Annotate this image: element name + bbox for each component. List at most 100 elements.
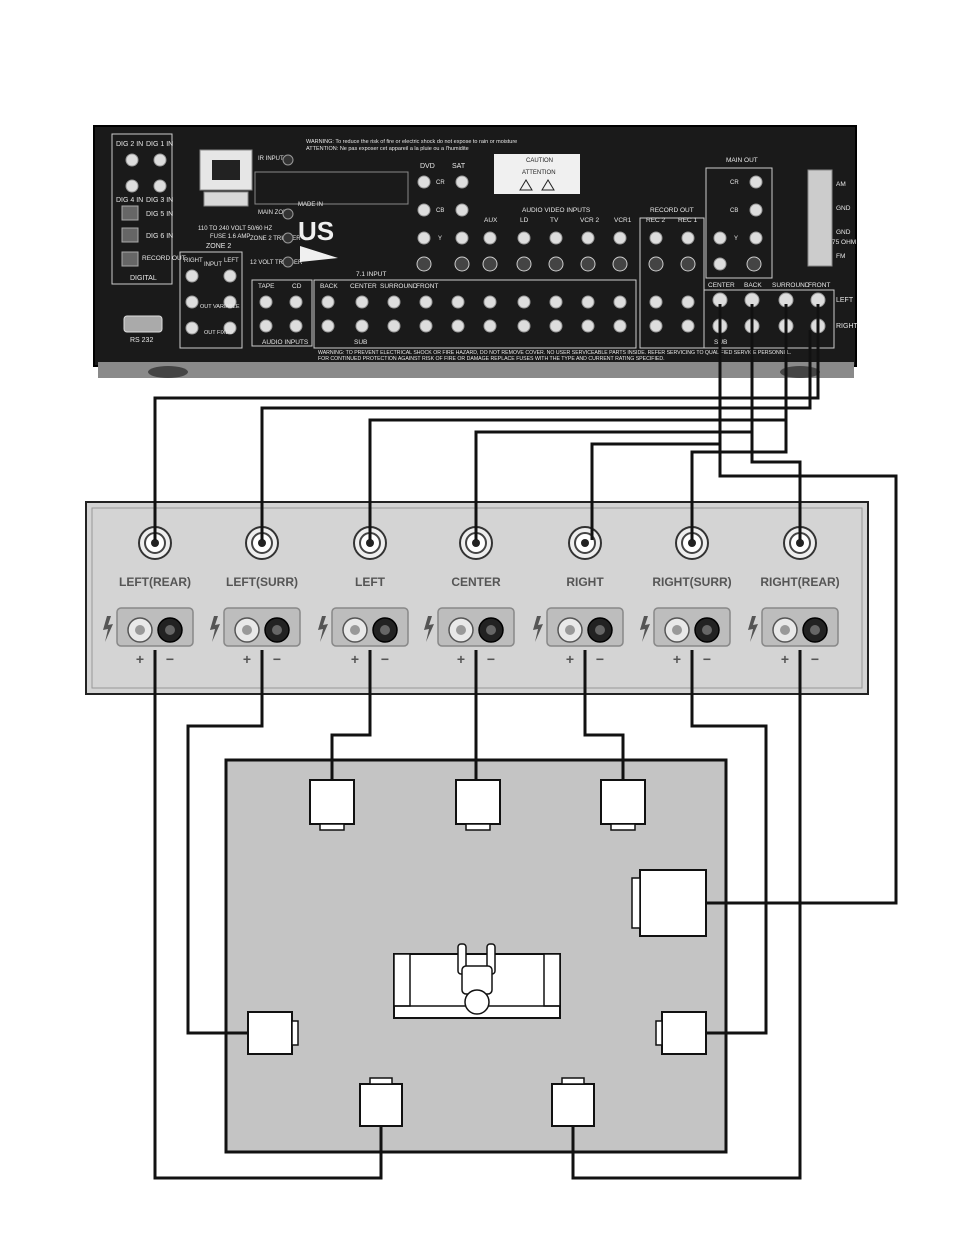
speaker-rear-left [359, 1077, 403, 1127]
listener-icon [457, 943, 496, 1015]
jack-mainout-cr[interactable] [749, 175, 763, 189]
jack-tape-l[interactable] [259, 295, 273, 309]
record-out-section-border [639, 217, 705, 349]
amp-channel-left-rear: LEFT(REAR)+− [103, 526, 194, 667]
jack-rec1-l[interactable] [681, 295, 695, 309]
jack-ld-l[interactable] [483, 295, 497, 309]
optical-record-out[interactable] [121, 251, 139, 267]
jack-tv-l[interactable] [517, 295, 531, 309]
svideo-rec1[interactable] [680, 256, 696, 272]
mo-center-label: CENTER [708, 282, 735, 289]
svideo-ld[interactable] [516, 256, 532, 272]
caution-warning-icon [541, 179, 555, 191]
svideo-tv[interactable] [548, 256, 564, 272]
svideo-vcr1[interactable] [612, 256, 628, 272]
optical-dig5[interactable] [121, 205, 139, 221]
jack-vcr2-r[interactable] [549, 319, 563, 333]
rs232-port[interactable] [123, 315, 163, 333]
svideo-rec2[interactable] [648, 256, 664, 272]
jack-cd-l[interactable] [289, 295, 303, 309]
jack-dvd-cr[interactable] [417, 175, 431, 189]
fuse-holder[interactable] [203, 191, 249, 207]
jack-dig2[interactable] [125, 153, 139, 167]
main-out-71-border [703, 289, 835, 349]
jack-mainout-video2[interactable] [713, 257, 727, 271]
jack-dvd-r[interactable] [613, 319, 627, 333]
dvd-cr-label: CR [436, 180, 445, 186]
zone2-var-left[interactable] [223, 295, 237, 309]
jack-rec2-r[interactable] [649, 319, 663, 333]
jack-dig3[interactable] [153, 179, 167, 193]
main-zone-jack[interactable] [282, 208, 294, 220]
jack-mainout-y[interactable] [749, 231, 763, 245]
jack-71-center[interactable] [355, 295, 369, 309]
jack-rec2-l[interactable] [649, 295, 663, 309]
svideo-aux[interactable] [482, 256, 498, 272]
jack-sat-cb[interactable] [455, 203, 469, 217]
jack-71-back-l[interactable] [321, 295, 335, 309]
main-zone-label: MAIN ZONE [258, 210, 291, 216]
amp-channel-left-surr: LEFT(SURR)+− [210, 526, 301, 667]
jack-vcr1-r[interactable] [581, 319, 595, 333]
jack-dvd-cb[interactable] [417, 203, 431, 217]
jack-sat-y[interactable] [455, 231, 469, 245]
jack-vcr2-l[interactable] [549, 295, 563, 309]
svideo-vcr2[interactable] [580, 256, 596, 272]
plus-label: + [351, 651, 359, 667]
jack-mainout-video[interactable] [713, 231, 727, 245]
jack-aux-l[interactable] [451, 295, 465, 309]
jack-rec1-r[interactable] [681, 319, 695, 333]
jack-71-back-r[interactable] [321, 319, 335, 333]
svideo-sat[interactable] [454, 256, 470, 272]
us-logo-text: US [298, 216, 334, 246]
svideo-mainout[interactable] [746, 256, 762, 272]
optical-dig6[interactable] [121, 227, 139, 243]
mainout-cr-label: CR [730, 180, 739, 186]
zone2-label: ZONE 2 [206, 243, 231, 250]
jack-71-surround-l[interactable] [387, 295, 401, 309]
jack-71-front-r[interactable] [419, 319, 433, 333]
jack-tv-video[interactable] [549, 231, 563, 245]
jack-tape-r[interactable] [259, 319, 273, 333]
jack-dvd-l[interactable] [613, 295, 627, 309]
jack-71-sub[interactable] [355, 319, 369, 333]
jack-dig4[interactable] [125, 179, 139, 193]
minus-label: − [166, 651, 174, 667]
jack-ld-video[interactable] [517, 231, 531, 245]
rec1-label: REC 1 [678, 217, 698, 224]
speaker-front-right [600, 779, 646, 831]
jack-sat-cr[interactable] [455, 175, 469, 189]
shock-warning-icon [519, 179, 533, 191]
jack-71-front-l[interactable] [419, 295, 433, 309]
jack-vcr1-video[interactable] [613, 231, 627, 245]
zone2-trigger-jack[interactable] [282, 232, 294, 244]
mainout-y-label: Y [734, 236, 738, 242]
wiring [153, 304, 898, 1180]
jack-aux-video[interactable] [483, 231, 497, 245]
zone2-trigger-label: ZONE 2 TRIGGER [250, 236, 301, 242]
jack-rec2-video[interactable] [649, 231, 663, 245]
antenna-terminal[interactable] [807, 169, 833, 267]
jack-vcr2-video[interactable] [581, 231, 595, 245]
zone2-in-left[interactable] [223, 269, 237, 283]
jack-rec1-video[interactable] [681, 231, 695, 245]
av-input-jacks [482, 231, 628, 272]
trigger12v-jack[interactable] [282, 256, 294, 268]
ir-input-jack[interactable] [282, 154, 294, 166]
jack-ld-r[interactable] [483, 319, 497, 333]
jack-vcr1-l[interactable] [581, 295, 595, 309]
zone2-in-right[interactable] [185, 269, 199, 283]
jack-dig1[interactable] [153, 153, 167, 167]
jack-tv-r[interactable] [517, 319, 531, 333]
plus-label: + [673, 651, 681, 667]
jack-cd-r[interactable] [289, 319, 303, 333]
jack-dvd-y[interactable] [417, 231, 431, 245]
us-flag-icon [300, 246, 338, 262]
zone2-fixed-right[interactable] [185, 321, 199, 335]
svideo-dvd[interactable] [416, 256, 432, 272]
jack-71-surround-r[interactable] [387, 319, 401, 333]
jack-mainout-cb[interactable] [749, 203, 763, 217]
zone2-fixed-left[interactable] [223, 321, 237, 335]
zone2-var-right[interactable] [185, 295, 199, 309]
jack-aux-r[interactable] [451, 319, 465, 333]
